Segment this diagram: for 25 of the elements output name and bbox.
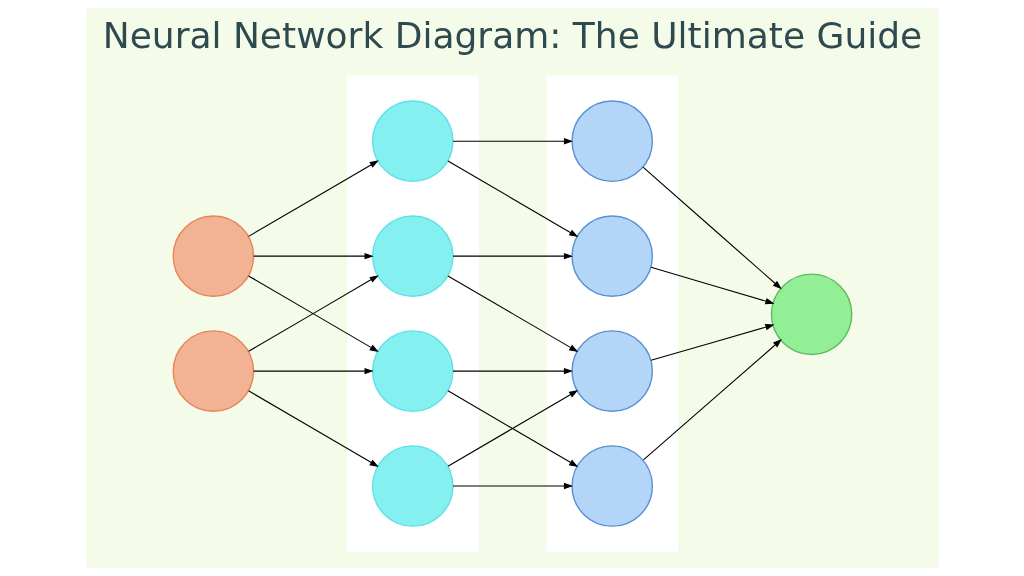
node-circle (172, 215, 254, 297)
arrow (649, 324, 775, 361)
arrow (247, 160, 379, 237)
arrow (642, 338, 782, 461)
arrow (446, 275, 578, 353)
cluster (545, 75, 678, 552)
node-circle (371, 100, 454, 183)
arrow (451, 482, 573, 490)
node-circle (371, 445, 454, 527)
arrow (446, 390, 578, 467)
arrow (247, 390, 379, 467)
cluster (346, 75, 479, 552)
node-circle (570, 100, 653, 183)
arrow (451, 252, 573, 260)
arrow (446, 160, 578, 238)
diagram-title: Neural Network Diagram: The Ultimate Guide (102, 15, 922, 57)
arrow (649, 266, 774, 305)
node-circle (172, 330, 254, 412)
arrow (641, 166, 782, 290)
arrow (252, 252, 374, 260)
node-circle (371, 215, 454, 297)
arrow (451, 367, 573, 375)
arrow (252, 367, 374, 375)
arrow (451, 138, 573, 145)
node-circle (371, 330, 454, 412)
